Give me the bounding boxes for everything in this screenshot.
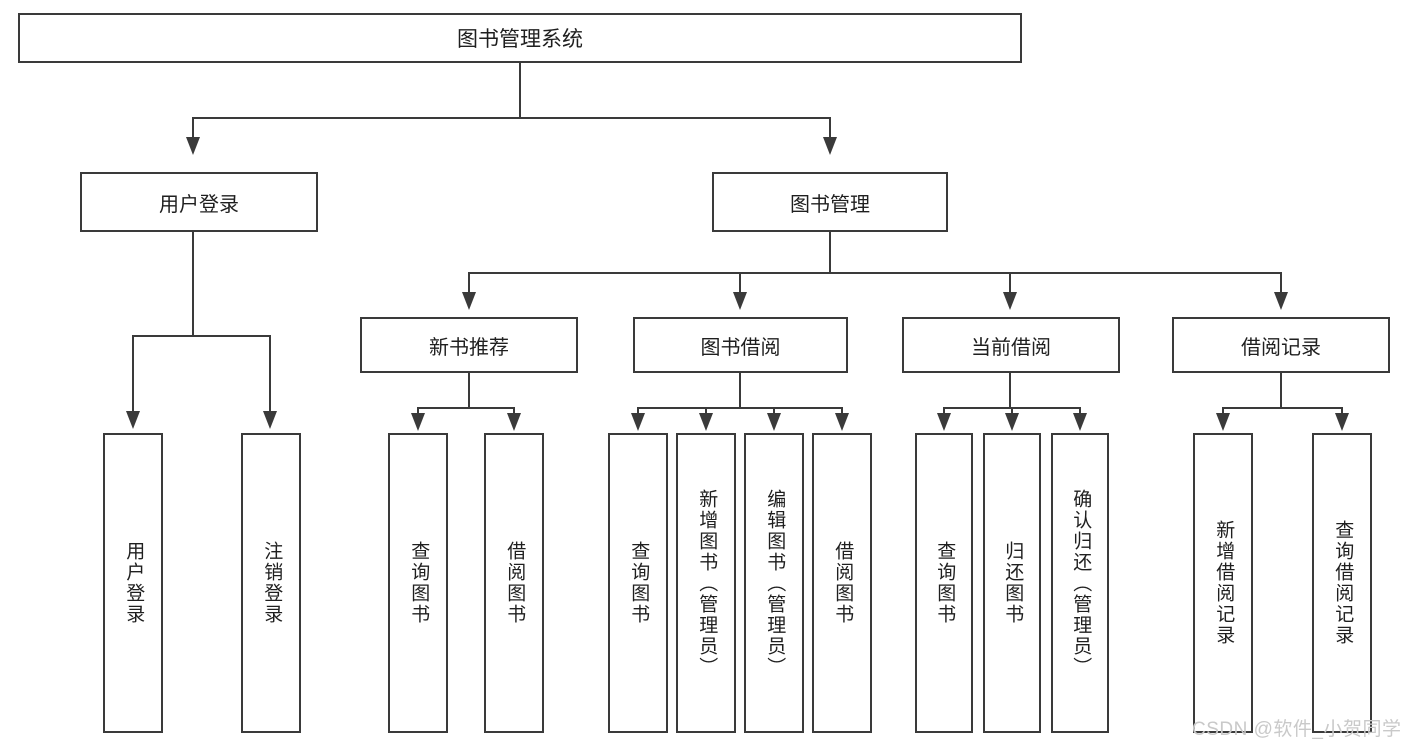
node-label: 借阅图书 [832,541,854,625]
arrow-borrow-to-d [835,413,849,431]
leaf-current-return-book[interactable]: 归还图书 [983,433,1041,733]
edge-bookmgmt-bus [468,272,1282,274]
node-label: 图书管理 [790,193,870,216]
edge-record-to-a [1222,407,1224,417]
edge-record-stem [1280,373,1282,409]
leaf-borrow-query-book[interactable]: 查询图书 [608,433,668,733]
edge-recommend-to-a [417,407,419,417]
node-label: 编辑图书（管理员） [764,488,786,678]
node-label: 图书借阅 [700,336,781,359]
node-label: 借阅图书 [504,541,526,625]
edge-bookmgmt-stem [829,232,831,274]
node-label: 新增借阅记录 [1213,520,1235,646]
arrow-borrow-to-b [699,413,713,431]
arrow-login-to-b [263,411,277,429]
edge-borrow-to-a [637,407,639,417]
arrow-bookmgmt-to-current [1003,292,1017,310]
node-root-system[interactable]: 图书管理系统 [18,13,1022,63]
edge-bookmgmt-to-borrow [739,272,741,294]
node-label: 用户登录 [159,193,239,216]
arrow-current-to-a [937,413,951,431]
edge-borrow-to-c [773,407,775,417]
arrow-bookmgmt-to-recommend [462,292,476,310]
edge-borrow-stem [739,373,741,409]
node-label: 查询图书 [408,541,430,625]
arrow-current-to-b [1005,413,1019,431]
arrow-recommend-to-a [411,413,425,431]
edge-current-to-c [1079,407,1081,417]
node-user-login[interactable]: 用户登录 [80,172,318,232]
edge-root-stem [519,63,521,118]
arrow-borrow-to-a [631,413,645,431]
leaf-current-confirm-return-admin[interactable]: 确认归还（管理员） [1051,433,1109,733]
edge-record-bus [1222,407,1342,409]
leaf-borrow-edit-book-admin[interactable]: 编辑图书（管理员） [744,433,804,733]
arrow-root-to-login [186,137,200,155]
leaf-borrow-borrow-book[interactable]: 借阅图书 [812,433,872,733]
arrow-borrow-to-c [767,413,781,431]
node-label: 借阅记录 [1241,336,1321,359]
node-label: 查询图书 [628,541,650,625]
edge-current-stem [1009,373,1011,409]
leaf-recommend-borrow-book[interactable]: 借阅图书 [484,433,544,733]
node-label: 图书管理系统 [457,28,583,51]
node-book-management[interactable]: 图书管理 [712,172,948,232]
arrow-root-to-bookmgmt [823,137,837,155]
edge-bookmgmt-to-current [1009,272,1011,294]
csdn-watermark: CSDN @软件_小贺同学 [1192,719,1402,740]
edge-root-to-login [192,117,194,139]
edge-root-to-bookmgmt [829,117,831,139]
edge-record-to-b [1341,407,1343,417]
node-book-borrow[interactable]: 图书借阅 [633,317,848,373]
arrow-login-to-a [126,411,140,429]
node-label: 新书推荐 [429,336,509,359]
arrow-current-to-c [1073,413,1087,431]
edge-borrow-to-b [705,407,707,417]
arrow-bookmgmt-to-record [1274,292,1288,310]
node-label: 当前借阅 [971,336,1051,359]
edge-recommend-bus [417,407,515,409]
leaf-borrow-add-book-admin[interactable]: 新增图书（管理员） [676,433,736,733]
leaf-recommend-query-book[interactable]: 查询图书 [388,433,448,733]
leaf-record-add-record[interactable]: 新增借阅记录 [1193,433,1253,733]
node-label: 注销登录 [261,541,283,625]
edge-login-to-b [269,335,271,413]
node-new-book-recommend[interactable]: 新书推荐 [360,317,578,373]
edge-recommend-stem [468,373,470,409]
node-label: 新增图书（管理员） [696,488,718,678]
node-label: 查询借阅记录 [1332,520,1354,646]
arrow-record-to-b [1335,413,1349,431]
edge-login-stem [192,232,194,336]
node-current-borrow[interactable]: 当前借阅 [902,317,1120,373]
node-label: 确认归还（管理员） [1070,488,1092,678]
edge-current-to-a [943,407,945,417]
edge-login-bus [132,335,271,337]
node-borrow-record[interactable]: 借阅记录 [1172,317,1390,373]
edge-bookmgmt-to-record [1280,272,1282,294]
node-label: 归还图书 [1002,541,1024,625]
arrow-recommend-to-b [507,413,521,431]
node-label: 用户登录 [123,541,145,625]
arrow-record-to-a [1216,413,1230,431]
edge-borrow-to-d [841,407,843,417]
edge-bookmgmt-to-recommend [468,272,470,294]
edge-root-bus [192,117,831,119]
arrow-bookmgmt-to-borrow [733,292,747,310]
leaf-user-login-login[interactable]: 用户登录 [103,433,163,733]
edge-login-to-a [132,335,134,413]
leaf-user-login-logout[interactable]: 注销登录 [241,433,301,733]
leaf-current-query-book[interactable]: 查询图书 [915,433,973,733]
edge-borrow-bus [637,407,842,409]
leaf-record-query-record[interactable]: 查询借阅记录 [1312,433,1372,733]
edge-current-to-b [1011,407,1013,417]
edge-recommend-to-b [513,407,515,417]
node-label: 查询图书 [934,541,956,625]
